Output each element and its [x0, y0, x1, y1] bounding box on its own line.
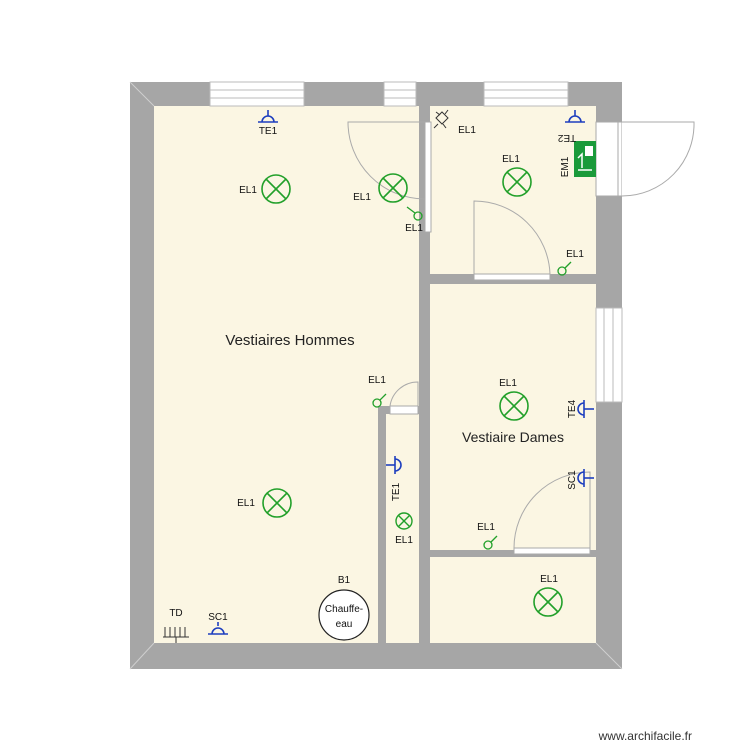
label-em1: EM1 [560, 156, 571, 177]
door [347, 121, 432, 233]
label-sc1: SC1 [567, 470, 578, 490]
light-switch-icon [372, 393, 387, 408]
outlet-icon [577, 469, 594, 487]
label-el1: EL1 [566, 249, 584, 260]
label-el1: EL1 [540, 574, 558, 585]
room-hommes-floor [154, 106, 419, 643]
ceiling-light-icon [533, 587, 563, 617]
window [209, 81, 305, 107]
room-dames-floor [430, 284, 596, 550]
distribution-panel-icon [163, 627, 189, 643]
panel-label: TD [169, 608, 182, 619]
ceiling-light-icon [378, 173, 408, 203]
window [383, 81, 417, 107]
door [473, 200, 551, 281]
label-el1: EL1 [502, 154, 520, 165]
water-heater-code: B1 [338, 575, 351, 586]
interior-wall [378, 406, 386, 643]
interior-wall [419, 106, 430, 643]
light-switch-icon [406, 206, 423, 221]
label-el1: EL1 [405, 223, 423, 234]
watermark: www.archifacile.fr [598, 729, 692, 743]
light-switch-icon [483, 535, 498, 550]
label-el1: EL1 [239, 185, 257, 196]
outlet-icon [577, 400, 594, 418]
label-te4: TE4 [567, 399, 578, 418]
window [483, 81, 569, 107]
water-heater-label-line1: Chauffe- [325, 604, 363, 615]
outlet-icon [565, 110, 585, 123]
light-switch-icon [557, 261, 572, 276]
room-label-dames: Vestiaire Dames [462, 429, 564, 445]
outlet-icon [208, 622, 228, 635]
label-el1: EL1 [395, 535, 413, 546]
wall-corner-lines [129, 81, 623, 670]
ceiling-light-icon [502, 167, 532, 197]
water-heater-label-line2: eau [336, 619, 353, 630]
wall-lamp-icon [433, 109, 449, 129]
label-te1: TE1 [391, 482, 402, 501]
label-el1: EL1 [477, 522, 495, 533]
emergency-exit-sign-icon [574, 141, 596, 177]
label-sc1: SC1 [208, 612, 228, 623]
ceiling-light-icon [262, 488, 292, 518]
label-te2: TE2 [557, 132, 576, 143]
door [595, 121, 695, 197]
door [389, 381, 419, 415]
ceiling-light-icon [261, 174, 291, 204]
window [595, 307, 623, 403]
ceiling-light-icon [395, 512, 413, 530]
outlet-icon [258, 110, 278, 123]
label-el1: EL1 [237, 498, 255, 509]
label-el1: EL1 [368, 375, 386, 386]
label-el1: EL1 [353, 192, 371, 203]
outlet-icon [386, 456, 402, 474]
label-te1: TE1 [259, 126, 278, 137]
label-el1: EL1 [458, 125, 476, 136]
room-bottom-right-floor [430, 557, 596, 643]
room-top-right-floor [430, 106, 596, 274]
ceiling-light-icon [499, 391, 529, 421]
room-label-hommes: Vestiaires Hommes [225, 332, 354, 349]
label-el1: EL1 [499, 378, 517, 389]
water-heater [318, 589, 370, 641]
